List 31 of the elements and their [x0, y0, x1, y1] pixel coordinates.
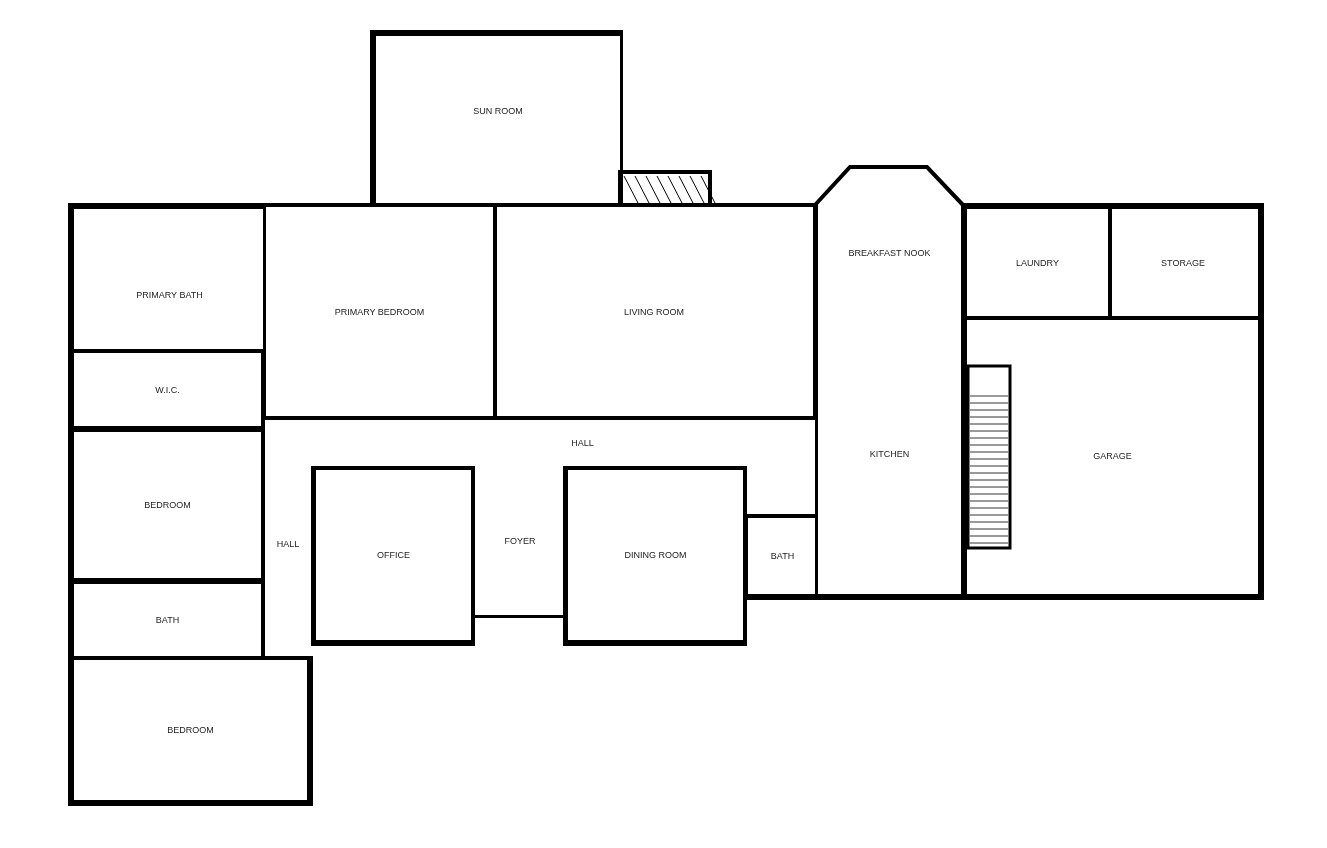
room-outline: [563, 466, 747, 646]
room-label: SUN ROOM: [473, 106, 523, 116]
room-outline: [68, 428, 265, 582]
room-label: PRIMARY BEDROOM: [334, 306, 425, 317]
room-outline: [963, 318, 1264, 600]
room-label: BREAKFAST NOOK: [848, 248, 931, 258]
room-outline: [963, 203, 1112, 320]
room-label: BEDROOM: [167, 725, 214, 735]
room-label: GARAGE: [1093, 451, 1132, 461]
room-outline: [495, 203, 817, 420]
room-outline: [815, 313, 965, 600]
room-outline: [68, 656, 313, 806]
room-label: LAUNDRY: [1016, 257, 1059, 268]
room-label: PRIMARY BATH: [136, 290, 203, 300]
room-outline: [370, 30, 623, 206]
room-label: DINING ROOM: [624, 550, 687, 560]
room-outline: [745, 514, 817, 600]
room-label: BATH: [155, 615, 180, 625]
room-label: OFFICE: [377, 550, 410, 560]
room-label: KITCHEN: [869, 448, 910, 459]
room-outline: [263, 203, 497, 420]
room-label: HALL: [276, 539, 300, 549]
room-label: W.I.C.: [155, 384, 180, 395]
room-label: BEDROOM: [144, 500, 191, 510]
room-label: STORAGE: [1161, 257, 1205, 268]
room-outline: [815, 203, 965, 313]
room-label: BATH: [770, 551, 795, 561]
room-outline: [311, 466, 475, 646]
room-label: FOYER: [504, 535, 536, 546]
room-label: HALL: [571, 438, 594, 448]
room-label: LIVING ROOM: [624, 306, 684, 317]
